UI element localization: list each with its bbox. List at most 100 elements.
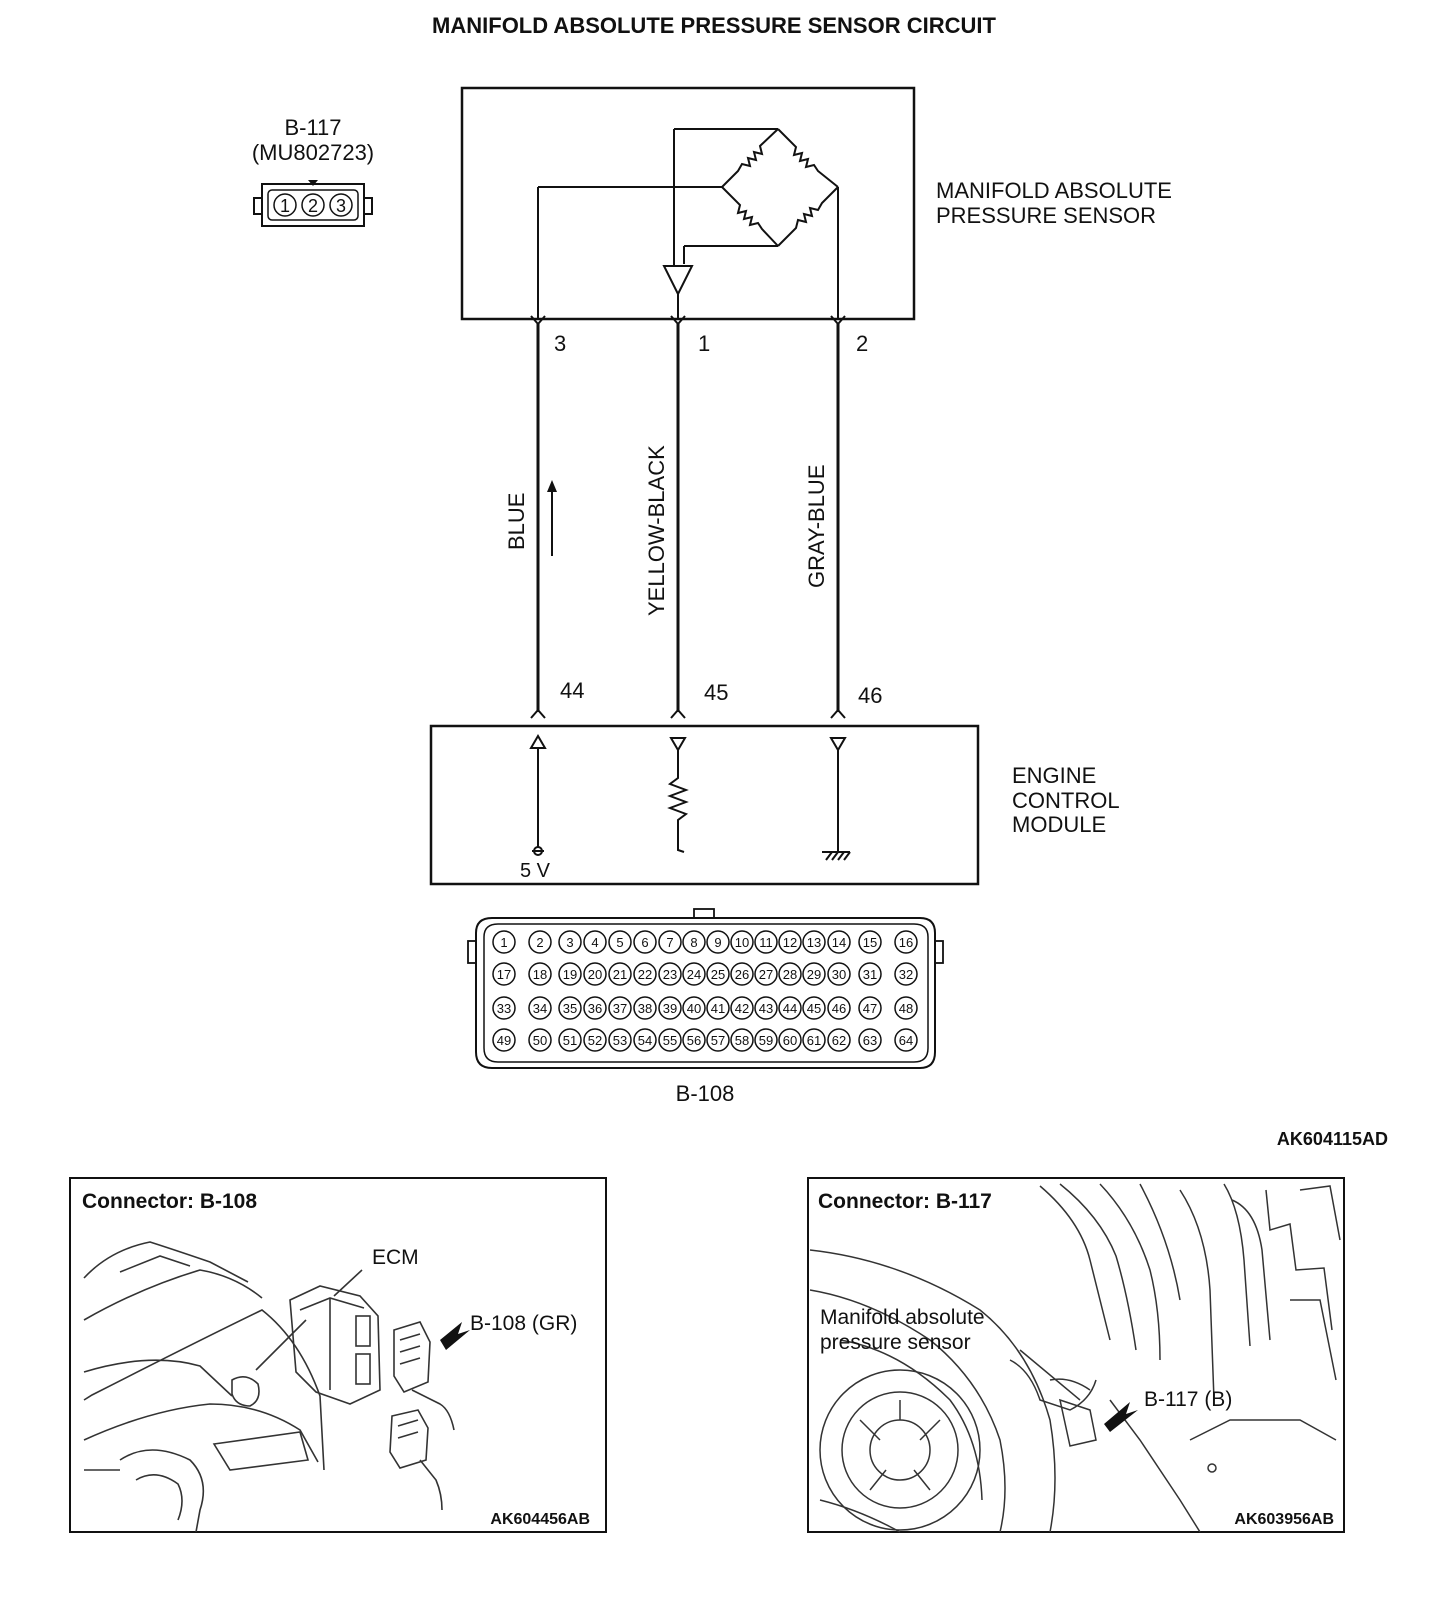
panel-left-title: Connector: B-108 xyxy=(82,1190,257,1213)
b108-pin-number: 38 xyxy=(638,1001,652,1016)
b108-pin-number: 53 xyxy=(613,1033,627,1048)
b108-pin-number: 28 xyxy=(783,967,797,982)
b108-pin-cavity xyxy=(894,962,918,986)
b108-pin-number: 23 xyxy=(663,967,677,982)
b108-pin-number: 57 xyxy=(711,1033,725,1048)
b108-pin-cavity xyxy=(802,930,826,954)
wire-label-gray-blue: GRAY-BLUE xyxy=(804,465,829,589)
b108-pin-cavity xyxy=(802,996,826,1020)
b108-pointer-arrow xyxy=(440,1322,470,1350)
b108-pin-number: 1 xyxy=(500,935,507,950)
panel-right-sensor-label-line2: pressure sensor xyxy=(820,1331,971,1354)
ecm-label-line3: MODULE xyxy=(1012,812,1106,837)
b108-pin-cavity xyxy=(894,930,918,954)
b108-pin-number: 2 xyxy=(536,935,543,950)
b108-pin-cavity xyxy=(492,962,516,986)
b108-pin-number: 40 xyxy=(687,1001,701,1016)
b108-pin-number: 46 xyxy=(832,1001,846,1016)
b108-pin-cavity xyxy=(583,962,607,986)
b108-pin-cavity xyxy=(528,962,552,986)
b108-pin-number: 58 xyxy=(735,1033,749,1048)
b108-pin-cavity xyxy=(492,1028,516,1052)
b108-pin-cavity xyxy=(706,930,730,954)
b108-pin-cavity xyxy=(658,996,682,1020)
b108-pin-cavity xyxy=(633,930,657,954)
ecm-pin-44: 44 xyxy=(560,678,584,703)
b108-pin-number: 11 xyxy=(759,935,773,950)
b108-pin-number: 35 xyxy=(563,1001,577,1016)
ecm-label-line1: ENGINE xyxy=(1012,763,1096,788)
b108-pin-number: 60 xyxy=(783,1033,797,1048)
b108-pin-number: 10 xyxy=(735,935,749,950)
b117-connector-icon xyxy=(253,180,373,227)
b108-pin-cavity xyxy=(730,962,754,986)
b108-pin-cavity xyxy=(608,962,632,986)
b108-pin-cavity xyxy=(730,996,754,1020)
b117-pin-1: 1 xyxy=(280,196,290,216)
b108-pin-cavity xyxy=(528,930,552,954)
ecm-internal-circuit xyxy=(529,734,851,861)
b108-pin-cavity xyxy=(633,962,657,986)
figure-code: AK604115AD xyxy=(1277,1129,1388,1149)
b108-pin-number: 56 xyxy=(687,1033,701,1048)
b108-pin-number: 48 xyxy=(899,1001,913,1016)
b108-pin-number: 3 xyxy=(566,935,573,950)
sensor-label-line2: PRESSURE SENSOR xyxy=(936,203,1156,228)
engine-bay-illustration xyxy=(809,1183,1341,1533)
current-direction-arrow xyxy=(547,480,557,556)
b108-pin-number: 18 xyxy=(533,967,547,982)
b108-pin-number: 19 xyxy=(563,967,577,982)
b108-pin-cavity xyxy=(894,996,918,1020)
b108-plug-illustration xyxy=(389,1321,455,1511)
panel-left-connector-label: B-108 (GR) xyxy=(470,1312,577,1335)
b108-pin-number: 30 xyxy=(832,967,846,982)
b108-pin-cavity xyxy=(802,1028,826,1052)
b108-pin-cavity xyxy=(706,1028,730,1052)
b108-pin-number: 43 xyxy=(759,1001,773,1016)
b108-pin-number: 49 xyxy=(497,1033,511,1048)
b108-pin-cavity xyxy=(608,996,632,1020)
b108-pin-cavity xyxy=(858,996,882,1020)
ecm-module-illustration xyxy=(289,1269,381,1405)
sensor-pin-2: 2 xyxy=(856,331,868,356)
b108-pin-number: 14 xyxy=(832,935,846,950)
ecm-box xyxy=(429,724,980,886)
b108-pin-cavity xyxy=(492,996,516,1020)
b108-pin-number: 51 xyxy=(563,1033,577,1048)
b108-pin-cavity xyxy=(558,930,582,954)
b108-pin-cavity xyxy=(730,1028,754,1052)
b108-pin-number: 20 xyxy=(588,967,602,982)
sensor-pin-3: 3 xyxy=(554,331,566,356)
ecm-label-line2: CONTROL xyxy=(1012,788,1120,813)
b108-pin-number: 41 xyxy=(711,1001,725,1016)
b108-pin-number: 8 xyxy=(690,935,697,950)
b108-pin-cavity xyxy=(858,962,882,986)
b108-pin-number: 64 xyxy=(899,1033,913,1048)
b108-pin-number: 45 xyxy=(807,1001,821,1016)
b108-pin-cavity xyxy=(858,1028,882,1052)
b108-pin-number: 52 xyxy=(588,1033,602,1048)
b117-pin-2: 2 xyxy=(308,196,318,216)
b108-pin-cavity xyxy=(682,996,706,1020)
b108-pin-cavity xyxy=(583,996,607,1020)
wire-label-yellow-black: YELLOW-BLACK xyxy=(644,445,669,616)
b108-pin-cavity xyxy=(558,996,582,1020)
b108-pin-number: 17 xyxy=(497,967,511,982)
b108-pin-number: 36 xyxy=(588,1001,602,1016)
b108-pin-number: 29 xyxy=(807,967,821,982)
b108-pin-cavity xyxy=(778,930,802,954)
b108-pin-cavity xyxy=(558,1028,582,1052)
b108-pin-number: 6 xyxy=(641,935,648,950)
b108-pin-number: 37 xyxy=(613,1001,627,1016)
b108-pin-cavity xyxy=(754,996,778,1020)
b108-pin-number: 27 xyxy=(759,967,773,982)
b117-pin-3: 3 xyxy=(336,196,346,216)
b108-pin-cavity xyxy=(682,962,706,986)
b108-pin-cavity xyxy=(682,930,706,954)
b108-pin-number: 50 xyxy=(533,1033,547,1048)
panel-connector-b108: Connector: B-108 ECM xyxy=(69,1177,607,1533)
b108-pin-cavity xyxy=(583,930,607,954)
b108-pin-number: 62 xyxy=(832,1033,846,1048)
